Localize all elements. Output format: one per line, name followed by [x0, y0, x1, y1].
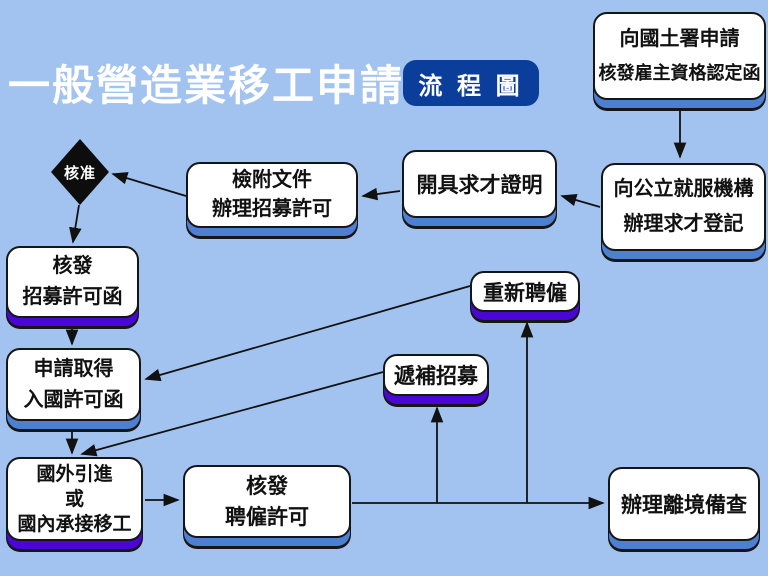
node-attach-documents-line1: 檢附文件 [232, 169, 312, 191]
flowchart-badge-label: 流 程 圖 [418, 72, 524, 100]
arrow-job-registration-to-recruitment-cert [560, 193, 601, 208]
node-apply-land-agency: 向國土署申請 核發雇主資格認定函 [593, 12, 766, 100]
node-issue-employment-permit: 核發 聘僱許可 [183, 465, 351, 538]
node-rehire: 重新聘僱 [470, 271, 580, 312]
node-apply-land-agency-line2: 核發雇主資格認定函 [598, 63, 761, 83]
node-replacement-recruitment: 遞補招募 [383, 354, 489, 396]
node-issue-employment-permit-line2: 聘僱許可 [225, 505, 309, 529]
page-title: 一般營造業移工申請 [8, 62, 405, 109]
node-departure-registration-line1: 辦理離境備查 [621, 494, 747, 517]
decision-approval: 核准 [51, 139, 109, 205]
node-issue-recruitment-letter-line2: 招募許可函 [22, 286, 123, 308]
decision-approval-label: 核准 [63, 164, 96, 182]
node-entry-permit-line1: 申請取得 [33, 357, 114, 380]
node-import-workers-line3: 國內承接移工 [17, 513, 132, 535]
node-departure-registration: 辦理離境備查 [608, 467, 760, 541]
node-job-registration-line1: 向公立就服機構 [613, 178, 754, 200]
node-attach-documents: 檢附文件 辦理招募許可 [186, 162, 358, 228]
arrow-recruitment-cert-to-attach-documents [361, 187, 401, 201]
node-job-registration-line2: 辦理求才登記 [623, 213, 744, 235]
node-attach-documents-line2: 辦理招募許可 [212, 198, 332, 220]
node-import-workers: 國外引進 或 國內承接移工 [6, 457, 143, 541]
node-entry-permit: 申請取得 入國許可函 [6, 348, 141, 421]
node-issue-recruitment-letter-line1: 核發 [52, 255, 93, 277]
node-replacement-recruitment-line1: 遞補招募 [394, 365, 478, 388]
node-recruitment-cert-line1: 開具求才證明 [416, 174, 543, 197]
arrow-approval-to-recruitment-letter [69, 204, 82, 244]
node-issue-recruitment-letter: 核發 招募許可函 [6, 246, 139, 318]
arrow-attach-documents-to-approval [111, 172, 187, 197]
node-apply-land-agency-line1: 向國土署申請 [619, 28, 740, 50]
node-recruitment-cert: 開具求才證明 [402, 150, 557, 218]
node-import-workers-line1: 國外引進 [36, 463, 113, 485]
node-job-registration: 向公立就服機構 辦理求才登記 [601, 163, 766, 251]
flowchart-badge: 流 程 圖 [403, 60, 539, 106]
node-rehire-line1: 重新聘僱 [483, 281, 567, 305]
node-issue-employment-permit-line1: 核發 [246, 474, 288, 498]
node-import-workers-line2: 或 [64, 488, 84, 510]
node-entry-permit-line2: 入國許可函 [23, 388, 124, 411]
